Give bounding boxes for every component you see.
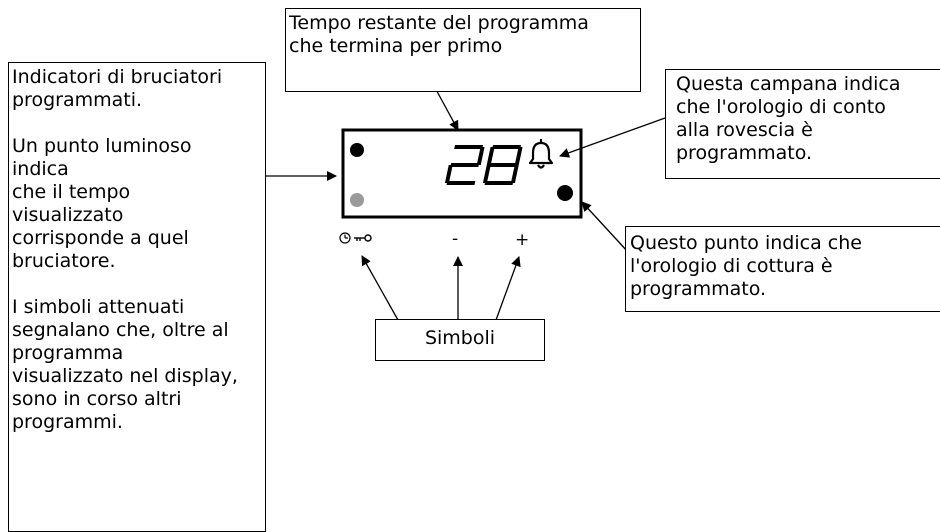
symbols-box: Simboli [375, 319, 545, 361]
minus-symbol: - [452, 229, 458, 249]
display-digits [444, 145, 523, 185]
arrow-symbols-clock [361, 255, 399, 321]
text-line: corrisponde a quel [12, 227, 189, 249]
left-paragraph-3: I simboli attenuati segnalano che, oltre… [12, 296, 265, 434]
left-paragraph-2: Un punto luminoso indica che il tempo vi… [12, 135, 265, 273]
text-line: che termina per primo [289, 35, 503, 57]
text-line: bruciatore. [12, 250, 116, 272]
text-line: Un punto luminoso [12, 135, 192, 157]
burner-dot-active [350, 143, 364, 157]
text-line: l'orologio di cottura è [630, 255, 833, 277]
cooking-clock-dot [557, 185, 573, 201]
text-line: programmati. [12, 89, 143, 111]
text-line: Questo punto indica che [630, 232, 862, 254]
cooking-clock-box: Questo punto indica che l'orologio di co… [625, 226, 940, 312]
bell-explanation-box: Questa campana indica che l'orologio di … [665, 69, 940, 179]
text-line: programmato. [630, 278, 767, 300]
burner-dot-dimmed [350, 193, 364, 207]
text-line: alla rovescia è [676, 119, 813, 141]
plus-symbol: + [515, 230, 529, 250]
text-line: che l'orologio di conto [676, 96, 886, 118]
text-line: programmi. [12, 411, 123, 433]
key-icon [354, 234, 372, 242]
arrow-bell [559, 117, 666, 158]
digit-8 [482, 145, 523, 185]
text-line: Indicatori di bruciatori [12, 66, 223, 88]
remaining-time-box: Tempo restante del programma che termina… [285, 8, 641, 92]
text-line: I simboli attenuati [12, 296, 185, 318]
burner-indicators-box: Indicatori di bruciatori programmati. Un… [8, 62, 266, 532]
left-paragraph-1: Indicatori di bruciatori programmati. [12, 66, 265, 112]
text-line: visualizzato nel display, [12, 365, 238, 387]
text-line: indica [12, 158, 69, 180]
text-line: che il tempo [12, 181, 131, 203]
clock-icon [339, 232, 351, 244]
symbols-label: Simboli [424, 327, 496, 349]
bell-icon [528, 139, 554, 169]
digit-2 [444, 145, 485, 185]
text-line: sono in corso altri [12, 388, 182, 410]
text-line: programma [12, 342, 124, 364]
arrow-cooking-dot [581, 201, 629, 253]
text-line: Questa campana indica [676, 73, 901, 95]
text-line: visualizzato [12, 204, 124, 226]
display-frame [341, 128, 583, 219]
text-line: Tempo restante del programma [289, 12, 589, 34]
text-line: programmato. [676, 142, 813, 164]
arrow-symbols-plus [495, 256, 521, 321]
text-line: segnalano che, oltre al [12, 319, 229, 341]
